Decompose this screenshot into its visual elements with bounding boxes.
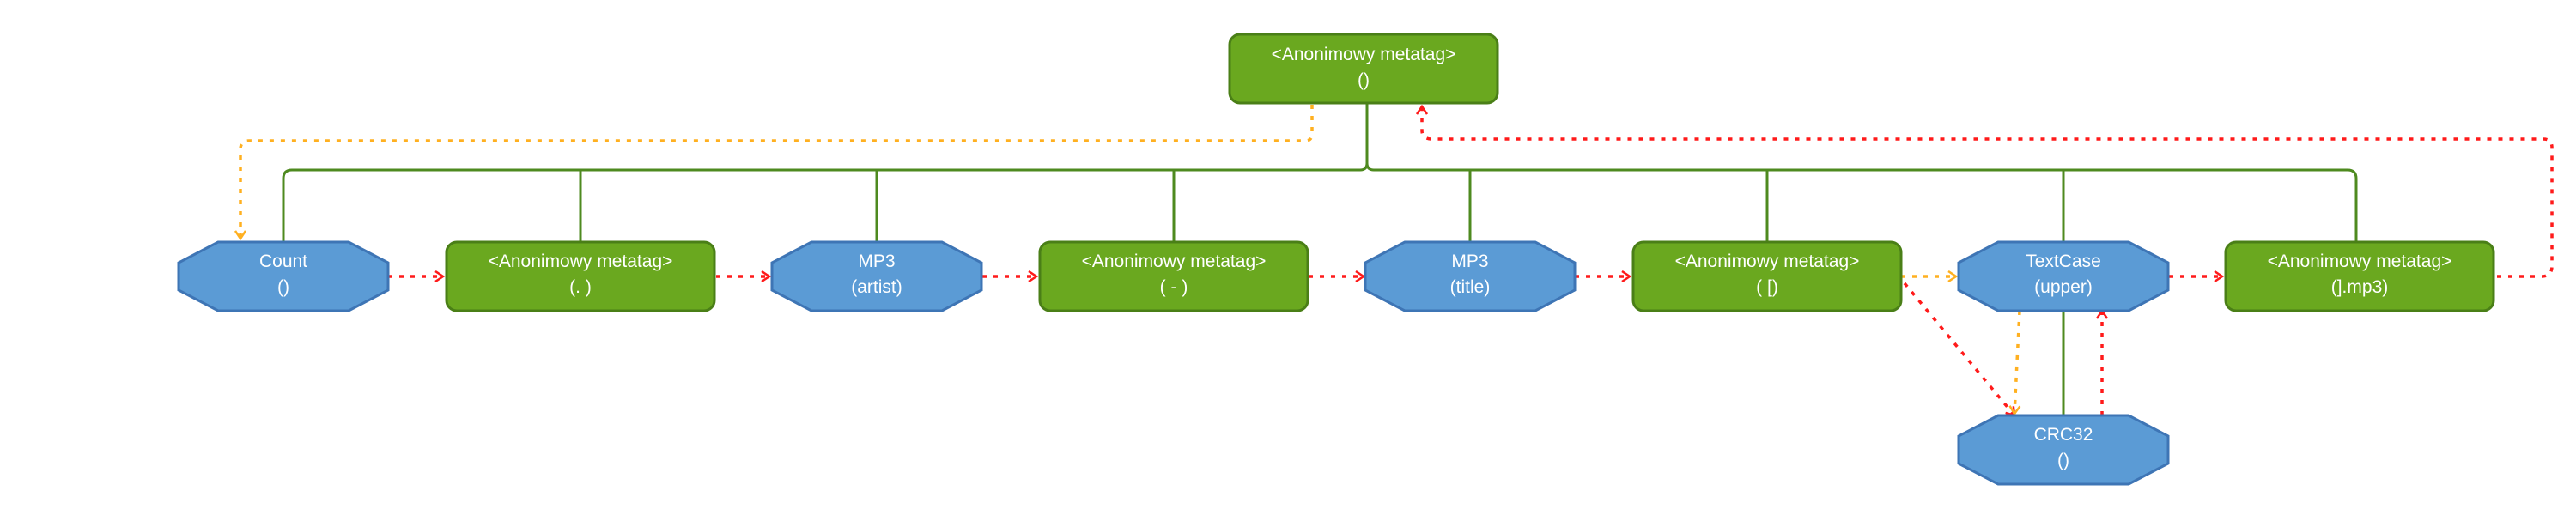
metatag-mp3-param: (].mp3) bbox=[2331, 277, 2389, 297]
count-param: () bbox=[277, 277, 289, 297]
count-node[interactable]: Count () bbox=[177, 240, 390, 312]
crc32-node[interactable]: CRC32 () bbox=[1957, 414, 2170, 486]
mp3-artist-node[interactable]: MP3 (artist) bbox=[770, 240, 983, 312]
metatag-dot-param: (. ) bbox=[569, 277, 592, 297]
mp3-title-title: MP3 bbox=[1451, 251, 1488, 271]
metatag-bracket-node[interactable]: <Anonimowy metatag> ( [) bbox=[1631, 240, 1903, 312]
metatag-dash-node[interactable]: <Anonimowy metatag> ( - ) bbox=[1038, 240, 1309, 312]
root-metatag-title: <Anonimowy metatag> bbox=[1272, 45, 1456, 64]
flow-root-to-count bbox=[240, 105, 1314, 239]
textcase-title: TextCase bbox=[2026, 251, 2101, 271]
flow-arrows bbox=[240, 105, 2554, 415]
mp3-artist-param: (artist) bbox=[851, 277, 902, 297]
textcase-param: (upper) bbox=[2034, 277, 2093, 297]
root-metatag-node[interactable]: <Anonimowy metatag> () bbox=[1228, 33, 1499, 105]
metatag-dash-title: <Anonimowy metatag> bbox=[1082, 251, 1267, 271]
root-metatag-param: () bbox=[1358, 70, 1370, 90]
metatag-bracket-title: <Anonimowy metatag> bbox=[1675, 251, 1860, 271]
tree-bus-line bbox=[282, 103, 1369, 242]
hierarchy-connectors bbox=[282, 103, 2358, 417]
metatag-bracket-param: ( [) bbox=[1756, 277, 1778, 297]
metatag-mp3-node[interactable]: <Anonimowy metatag> (].mp3) bbox=[2224, 240, 2495, 312]
metatag-dot-title: <Anonimowy metatag> bbox=[489, 251, 673, 271]
mp3-title-node[interactable]: MP3 (title) bbox=[1364, 240, 1577, 312]
textcase-node[interactable]: TextCase (upper) bbox=[1957, 240, 2170, 312]
mp3-title-param: (title) bbox=[1450, 277, 1491, 297]
crc32-title: CRC32 bbox=[2034, 425, 2093, 445]
metatag-dot-node[interactable]: <Anonimowy metatag> (. ) bbox=[445, 240, 716, 312]
metatag-dash-param: ( - ) bbox=[1160, 277, 1188, 297]
tree-bus-line-right bbox=[1365, 162, 2358, 242]
flow-textcase-to-crc32 bbox=[2014, 310, 2021, 414]
count-title: Count bbox=[259, 251, 307, 271]
crc32-param: () bbox=[2057, 451, 2069, 470]
metatag-mp3-title: <Anonimowy metatag> bbox=[2268, 251, 2452, 271]
mp3-artist-title: MP3 bbox=[858, 251, 895, 271]
